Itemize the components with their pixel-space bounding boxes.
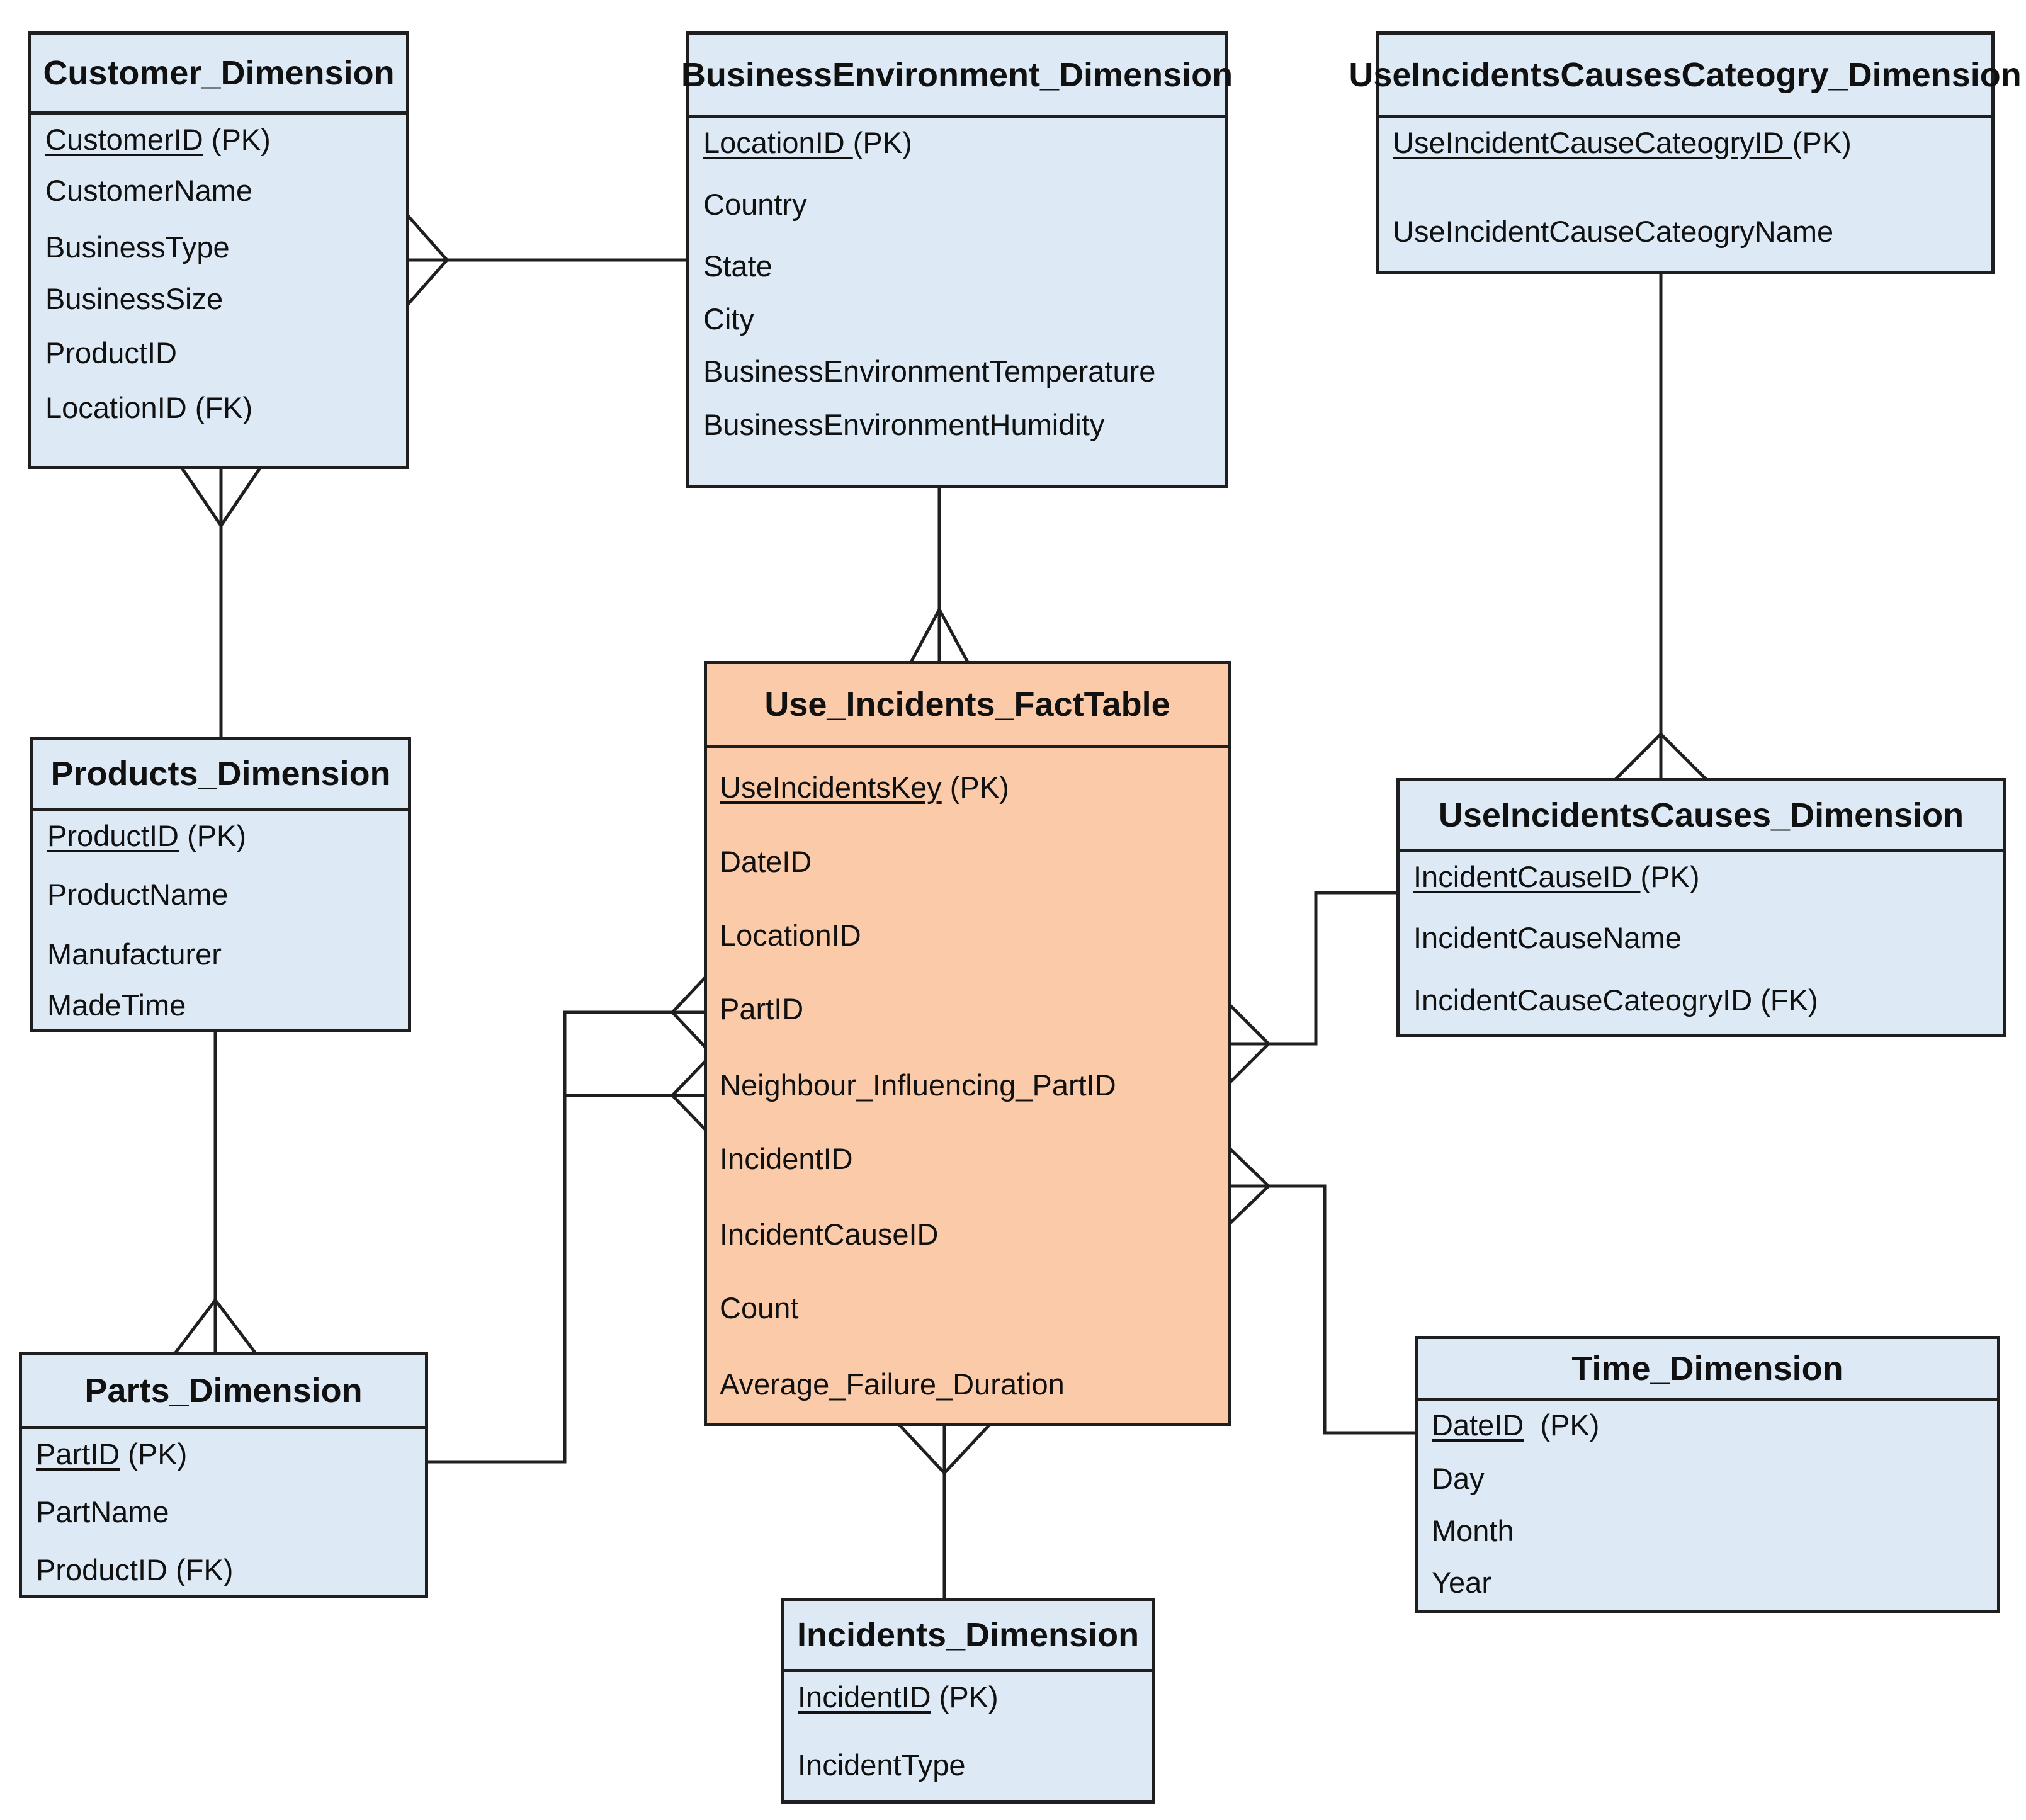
rel-causecategory-causes <box>1614 272 1707 781</box>
attr-businesstype: BusinessType <box>45 230 230 264</box>
rel-fact-causes <box>1228 891 1398 1084</box>
attr-day: Day <box>1432 1462 1485 1495</box>
rel-businessenv-fact <box>909 486 970 664</box>
entity-title: Use_Incidents_FactTable <box>707 664 1228 748</box>
attr-useincidentcausecategoryid: UseIncidentCauseCateogryID (PK) <box>1393 126 1852 159</box>
entity-use-incidents-facttable: Use_Incidents_FactTable UseIncidentsKey … <box>704 661 1231 1426</box>
attr-madetime: MadeTime <box>47 988 186 1022</box>
attr-month: Month <box>1432 1514 1514 1547</box>
entity-customer-dimension: Customer_Dimension CustomerID (PK) Custo… <box>28 31 409 469</box>
attr-customername: CustomerName <box>45 174 253 207</box>
attr-productid-fk: ProductID (FK) <box>36 1553 234 1586</box>
attr-incidentcausename: IncidentCauseName <box>1413 921 1682 954</box>
attr-city: City <box>703 302 754 336</box>
entity-title: UseIncidentsCauses_Dimension <box>1400 781 2003 852</box>
attr-count: Count <box>720 1291 799 1325</box>
attr-year: Year <box>1432 1566 1491 1599</box>
entity-products-dimension: Products_Dimension ProductID (PK) Produc… <box>30 737 411 1032</box>
attr-partname: PartName <box>36 1495 169 1529</box>
entity-useincidentscausescategory-dimension: UseIncidentsCausesCateogry_Dimension Use… <box>1349 31 2022 274</box>
attr-locationid: LocationID (FK) <box>45 391 253 424</box>
attr-businessenvironmenttemperature: BusinessEnvironmentTemperature <box>703 354 1156 388</box>
attr-productid: ProductID <box>45 336 177 370</box>
entity-useincidentscauses-dimension: UseIncidentsCauses_Dimension IncidentCau… <box>1396 778 2006 1037</box>
attr-incidenttype: IncidentType <box>798 1748 966 1782</box>
attr-state: State <box>703 249 772 283</box>
rel-fact-incidents <box>898 1423 991 1600</box>
attr-partid: PartID <box>720 992 804 1026</box>
entity-businessenvironment-dimension: BusinessEnvironment_Dimension LocationID… <box>681 31 1233 488</box>
attr-businesssize: BusinessSize <box>45 282 224 315</box>
attr-customerid: CustomerID (PK) <box>45 123 271 156</box>
entity-title: Time_Dimension <box>1418 1339 1997 1401</box>
rel-parts-fact <box>426 976 706 1464</box>
entity-time-dimension: Time_Dimension DateID (PK) Day Month Yea… <box>1415 1336 2000 1613</box>
attr-neighbour-influencing-partid: Neighbour_Influencing_PartID <box>720 1068 1116 1102</box>
attr-incidentcauseid: IncidentCauseID (PK) <box>1413 860 1700 893</box>
attr-businessenvironmenthumidity: BusinessEnvironmentHumidity <box>703 408 1105 441</box>
attr-incidentcauseid: IncidentCauseID <box>720 1218 939 1251</box>
rel-customer-products <box>180 466 262 738</box>
entity-title: Incidents_Dimension <box>784 1601 1152 1672</box>
entity-title: Customer_Dimension <box>31 35 406 115</box>
entity-title: Products_Dimension <box>33 740 408 811</box>
rel-customer-businessenv <box>407 215 688 305</box>
rel-products-parts <box>174 1031 257 1354</box>
rel-fact-time <box>1228 1147 1417 1435</box>
attr-locationid: LocationID <box>720 918 861 952</box>
entity-title: BusinessEnvironment_Dimension <box>681 35 1233 118</box>
attr-productid: ProductID (PK) <box>47 819 247 852</box>
attr-manufacturer: Manufacturer <box>47 937 222 971</box>
attr-incidentid: IncidentID (PK) <box>798 1680 999 1714</box>
attr-incidentcausecategoryid: IncidentCauseCateogryID (FK) <box>1413 983 1818 1017</box>
attr-country: Country <box>703 188 807 221</box>
entity-parts-dimension: Parts_Dimension PartID (PK) PartName Pro… <box>19 1352 428 1598</box>
entity-title: Parts_Dimension <box>22 1355 425 1429</box>
attr-incidentid: IncidentID <box>720 1142 853 1175</box>
attr-average-failure-duration: Average_Failure_Duration <box>720 1367 1065 1401</box>
attr-productname: ProductName <box>47 878 229 911</box>
entity-title: UseIncidentsCausesCateogry_Dimension <box>1349 35 2022 118</box>
attr-dateid: DateID <box>720 845 812 878</box>
attr-dateid: DateID (PK) <box>1432 1408 1600 1442</box>
entity-incidents-dimension: Incidents_Dimension IncidentID (PK) Inci… <box>781 1598 1155 1804</box>
attr-locationid: LocationID (PK) <box>703 126 912 159</box>
attr-useincidentcausecategoryname: UseIncidentCauseCateogryName <box>1393 215 1834 248</box>
attr-partid: PartID (PK) <box>36 1437 188 1471</box>
attr-useincidentskey: UseIncidentsKey (PK) <box>720 771 1009 804</box>
